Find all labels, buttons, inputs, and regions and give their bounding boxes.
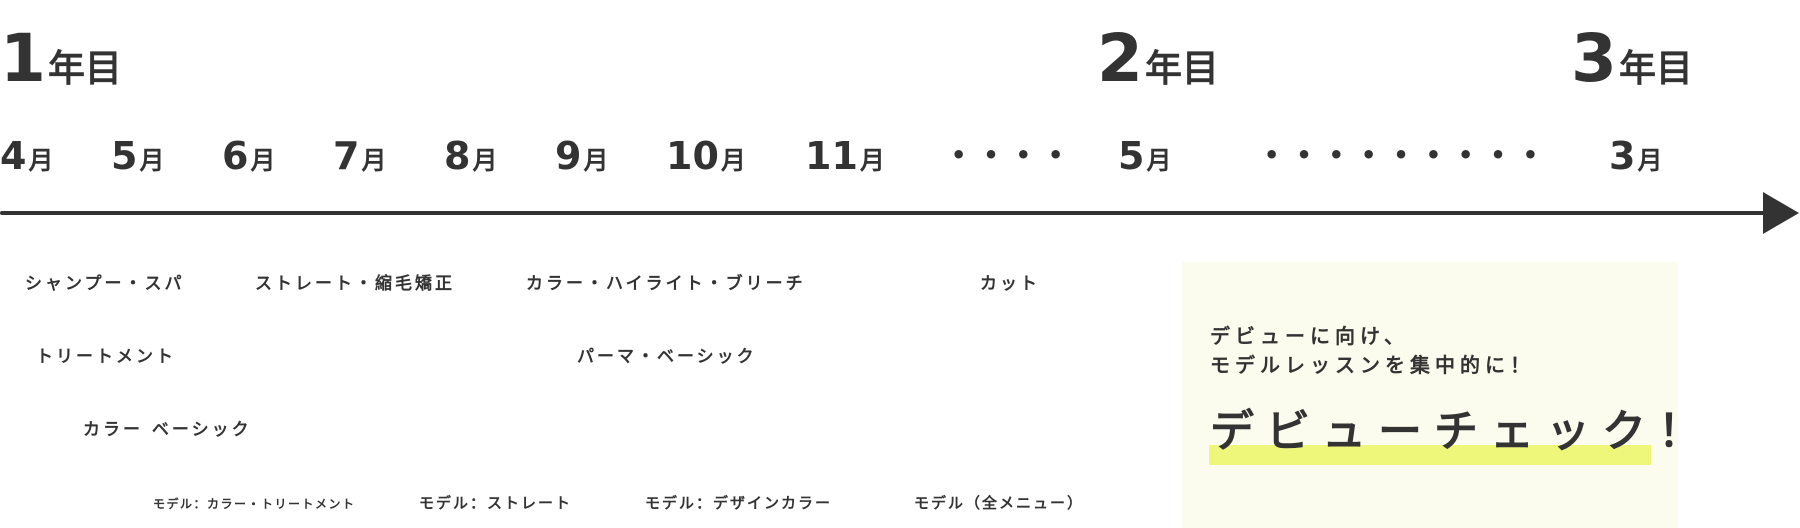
timeline-ellipsis: •••• (951, 141, 1081, 169)
month-label-nov: 11月 (805, 134, 885, 178)
year-number: 3 (1571, 20, 1617, 97)
month-label-may: 5月 (111, 134, 165, 178)
curriculum-item-straight-perm: ストレート・縮毛矯正 (255, 274, 455, 294)
title-highlight-marker (1209, 445, 1651, 465)
debut-panel (1182, 262, 1678, 528)
year-2-label: 2年目 (1097, 26, 1219, 92)
curriculum-item-color-highlight-bleach: カラー・ハイライト・ブリーチ (526, 274, 806, 294)
model-lesson-color-treatment: モデル：カラー・トリートメント (153, 497, 356, 511)
debut-lead-line-1: デビューに向け、 (1210, 324, 1409, 348)
year-unit: 年目 (47, 47, 122, 90)
curriculum-item-treatment: トリートメント (36, 347, 176, 367)
month-label-may-year2: 5月 (1118, 134, 1172, 178)
year-unit: 年目 (1144, 47, 1219, 90)
timeline-axis-line (0, 211, 1770, 215)
month-label-aug: 8月 (444, 134, 498, 178)
month-label-jun: 6月 (222, 134, 276, 178)
debut-lead-line-2: モデルレッスンを集中的に！ (1210, 353, 1535, 377)
model-lesson-design-color: モデル：デザインカラー (645, 494, 833, 512)
month-label-oct: 10月 (666, 134, 746, 178)
month-label-mar: 3月 (1609, 134, 1663, 178)
timeline-arrow-head (1763, 192, 1799, 234)
year-number: 2 (1097, 20, 1143, 97)
year-3-label: 3年目 (1571, 26, 1693, 92)
year-1-label: 1年目 (0, 26, 122, 92)
year-unit: 年目 (1618, 47, 1693, 90)
debut-check-title: デビューチェック！ (1210, 406, 1714, 457)
month-label-jul: 7月 (333, 134, 387, 178)
model-lesson-straight: モデル：ストレート (419, 494, 573, 512)
timeline-ellipsis: ••••••••• (1264, 141, 1556, 169)
year-number: 1 (0, 20, 46, 97)
curriculum-item-perm-basic: パーマ・ベーシック (577, 347, 757, 367)
curriculum-item-color-basic: カラー ベーシック (83, 420, 252, 440)
model-lesson-all-menu: モデル（全メニュー） (914, 494, 1085, 512)
curriculum-item-shampoo-spa: シャンプー・スパ (25, 274, 185, 294)
month-label-apr: 4月 (0, 134, 54, 178)
curriculum-item-cut: カット (980, 274, 1040, 294)
month-label-sep: 9月 (555, 134, 609, 178)
